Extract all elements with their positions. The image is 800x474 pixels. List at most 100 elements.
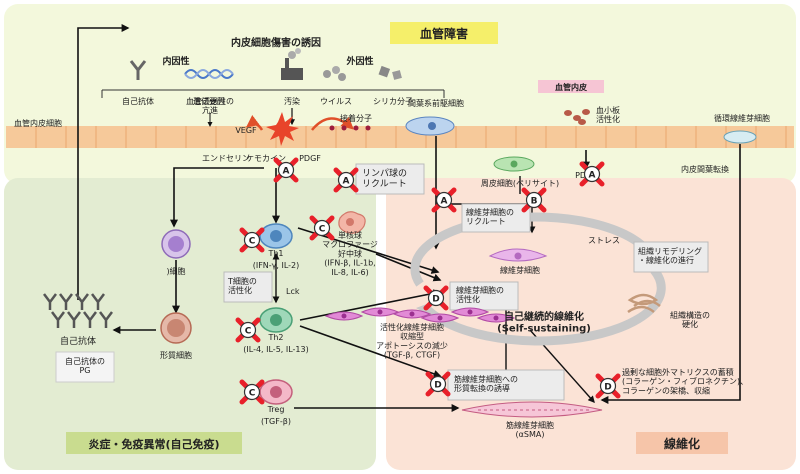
lymph-recruit-label: リンパ球のリクルート [362, 167, 407, 189]
svg-text:C: C [249, 389, 256, 399]
fibro-recruit-box [461, 203, 531, 233]
trigger-silica: シリカ分子 [373, 97, 413, 106]
pdgf-label: PDGF [299, 154, 321, 163]
circulating-fibrocyte-cell [723, 130, 757, 144]
svg-text:A: A [589, 171, 596, 181]
fibro-recruit-label: 線維芽細胞のリクルート [466, 207, 514, 226]
permeability-label: 血管透過性の亢進 [186, 96, 234, 115]
b-cell-label: )細胞 [166, 266, 185, 276]
fibrosis-title: 線維化 [664, 436, 700, 451]
myofibroblast-cell [461, 401, 603, 418]
svg-text:C: C [319, 225, 326, 235]
treg-label: Treg [267, 405, 285, 414]
myo-induction-label: 筋線維芽細胞への形質転換の誘導 [454, 374, 518, 393]
pericyte-label: 周皮細胞(ペリサイト) [481, 178, 559, 188]
marker-c: C [239, 227, 265, 253]
autoantibody-label: 自己抗体 [60, 335, 96, 347]
trigger-pollution: 汚染 [284, 96, 300, 106]
chemokine-label: ケモカイン [246, 154, 286, 163]
fibro-activation-box [449, 281, 519, 311]
th1-cell [259, 223, 293, 249]
inflammation-title: 炎症・免疫異常(自己免疫) [88, 437, 219, 451]
svg-text:C: C [249, 237, 256, 247]
inflammation-tag [66, 432, 242, 454]
svg-text:D: D [432, 295, 439, 305]
vascular-endothelium-label: 血管内皮 [555, 82, 587, 92]
adhesion-label: 接着分子 [340, 113, 372, 123]
vascular-tag [390, 22, 498, 44]
self-sustaining-loop-bottom [420, 267, 666, 346]
activated-fibroblast [392, 309, 432, 319]
marker-a: A [333, 167, 359, 193]
activated-fibroblast [324, 311, 364, 321]
marker-c: C [309, 215, 335, 241]
mesenchymal-label: 間葉系前駆細胞 [408, 98, 464, 108]
silica-icon [378, 65, 402, 80]
ecm-label: 過剰な細胞外マトリクスの蓄積(コラーゲン・フィブロネクチン)、コラーゲンの架橋、… [622, 367, 748, 395]
svg-text:D: D [434, 381, 441, 391]
activated-fibroblast [476, 313, 516, 323]
target-markers: A A A A B C C C C D D D [235, 157, 621, 405]
lck-label: Lck [286, 287, 300, 296]
remodel-label: 組織リモデリング・線維化の進行 [638, 246, 702, 265]
marker-c: C [239, 379, 265, 405]
svg-text:B: B [531, 197, 538, 207]
activated-fibroblasts [324, 307, 516, 323]
svg-text:A: A [283, 167, 290, 177]
marker-d: D [595, 373, 621, 399]
autoantibody-pg-box [55, 351, 115, 383]
vessel-wall [6, 126, 794, 148]
marker-d: D [425, 371, 451, 397]
adhesion-molecules-icon [329, 125, 371, 131]
th1-label: Th1 [267, 249, 283, 258]
autoantibody-feedback-arrow [77, 24, 130, 300]
endothelin-label: エンドセリン [202, 154, 250, 163]
autoantibody-icon [129, 60, 147, 80]
fibroblast-cell [488, 248, 548, 262]
svg-text:D: D [604, 383, 611, 393]
svg-text:A: A [343, 177, 350, 187]
vegf-label: VEGF [235, 126, 257, 135]
th2-label: Th2 [267, 333, 283, 342]
marker-c: C [235, 317, 261, 343]
th1-cytokines: (IFN-γ, IL-2) [253, 261, 300, 270]
intrinsic-label: 内因性 [162, 55, 189, 67]
trigger-virus: ウイルス [320, 97, 352, 106]
marker-b: B [521, 187, 547, 213]
vascular-endothelium-tag [538, 80, 604, 93]
t-activation-box [223, 271, 273, 303]
pericyte-cell [493, 156, 535, 172]
t-activation-label: T細胞の活性化 [227, 276, 257, 295]
activated-fibroblast [420, 313, 460, 323]
extrinsic-label: 外因性 [345, 55, 373, 67]
activated-fibroblast [450, 307, 490, 317]
tissue-hardening-label: 組織構造の硬化 [670, 310, 710, 329]
mono-cell [338, 211, 366, 234]
fibroblast-label: 線維芽細胞 [500, 265, 540, 275]
triggers-title: 内皮細胞傷害の誘因 [231, 36, 321, 49]
plasma-cell [160, 312, 192, 344]
platelet-label: 血小板活性化 [596, 105, 620, 124]
trigger-autoantibody: 自己抗体 [122, 96, 154, 106]
vessel-cell-borders [35, 126, 787, 148]
lymph-recruit-box [355, 163, 425, 195]
self-sustaining-label: 自己継続的線維化(Self-sustaining) [497, 310, 591, 335]
activated-fibroblast-label: 活性化線維芽細胞収縮型アポトーシスの減少(TGF-β, CTGF) [376, 322, 448, 360]
fibro-activation-label: 線維芽細胞の活性化 [456, 285, 504, 304]
marker-a: A [431, 187, 457, 213]
fibrosis-tag [636, 432, 728, 454]
dna-icon [184, 69, 234, 79]
endo-mesenchymal-label: 内皮間葉転換 [681, 164, 729, 174]
plasma-cell-label: 形質細胞 [160, 350, 192, 360]
endothelial-cell-label: 血管内皮細胞 [14, 118, 62, 128]
autoantibody-cluster-icon [43, 293, 113, 328]
platelet-icon [564, 109, 590, 125]
trigger-genetic: 遺伝要因 [193, 96, 225, 106]
virus-icon [323, 66, 346, 81]
factory-icon [281, 48, 303, 80]
vegf-curve-arrow [311, 116, 354, 131]
myo-induction-box [447, 369, 565, 401]
